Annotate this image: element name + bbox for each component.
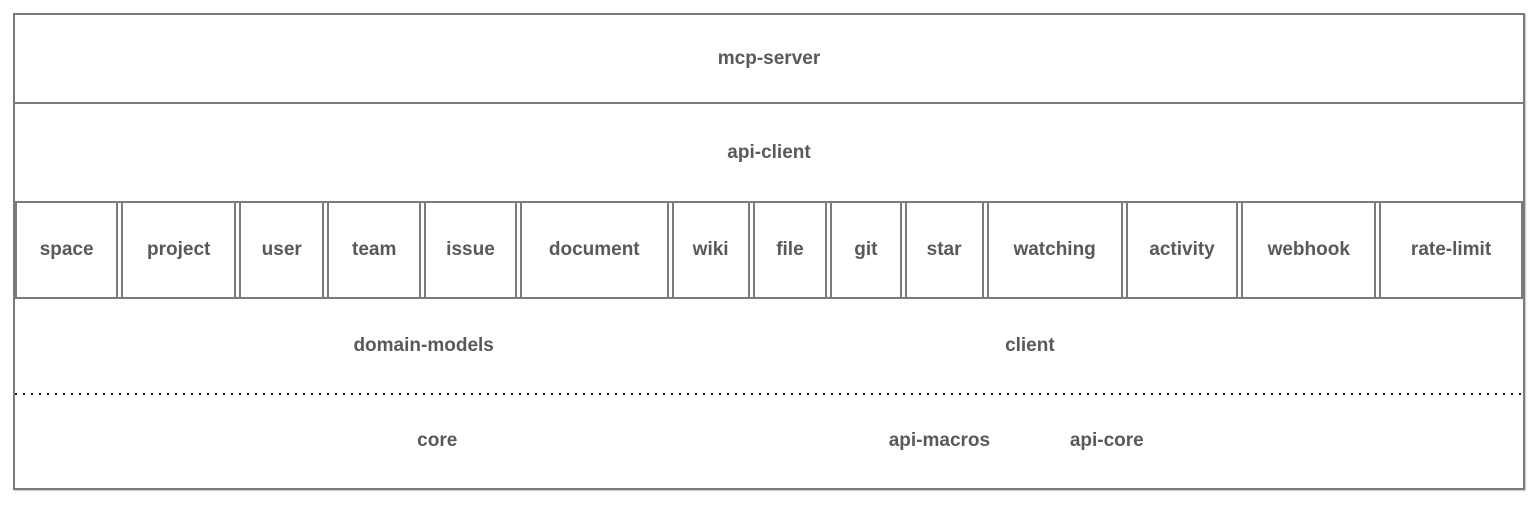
module-label: user	[261, 239, 302, 260]
module-label: project	[147, 239, 211, 260]
module-box-user: user	[239, 203, 325, 297]
layer-api-client: api-client	[15, 104, 1523, 203]
module-box-wiki: wiki	[671, 203, 750, 297]
module-label: git	[854, 239, 878, 260]
layer-modules: space project user team issue document wiki fil…	[15, 203, 1523, 299]
module-box-git: git	[830, 203, 902, 297]
module-label: document	[548, 239, 640, 260]
module-label: team	[352, 239, 397, 260]
module-label: activity	[1149, 239, 1215, 260]
module-label: rate-limit	[1410, 239, 1492, 260]
foundation-upper: domain-models client	[15, 299, 1523, 393]
module-box-star: star	[904, 203, 984, 297]
module-box-webhook: webhook	[1241, 203, 1377, 297]
domain-models-label: domain-models	[353, 334, 494, 356]
module-label: webhook	[1267, 239, 1350, 260]
api-client-label: api-client	[727, 141, 811, 163]
module-box-document: document	[519, 203, 669, 297]
module-label: file	[776, 239, 804, 260]
module-box-activity: activity	[1125, 203, 1239, 297]
api-core-label: api-core	[1069, 430, 1144, 452]
api-macros-label: api-macros	[888, 430, 991, 452]
module-label: star	[926, 239, 962, 260]
client-label: client	[1005, 334, 1055, 356]
module-box-team: team	[327, 203, 422, 297]
module-box-space: space	[15, 203, 119, 297]
module-box-rate-limit: rate-limit	[1379, 203, 1523, 297]
mcp-server-label: mcp-server	[717, 47, 821, 69]
module-box-issue: issue	[424, 203, 517, 297]
dotted-separator	[15, 392, 1523, 395]
module-box-project: project	[121, 203, 237, 297]
module-label: watching	[1013, 239, 1096, 260]
module-label: wiki	[692, 239, 729, 260]
module-box-watching: watching	[986, 203, 1123, 297]
foundation-lower: core api-macros api-core	[15, 395, 1523, 489]
architecture-diagram: mcp-server api-client space project user te…	[13, 13, 1525, 490]
layer-foundation: domain-models client core api-macros api…	[15, 299, 1523, 488]
module-label: space	[39, 239, 94, 260]
module-box-file: file	[752, 203, 828, 297]
module-label: issue	[446, 239, 495, 260]
layer-mcp-server: mcp-server	[15, 15, 1523, 104]
core-label: core	[417, 430, 458, 452]
